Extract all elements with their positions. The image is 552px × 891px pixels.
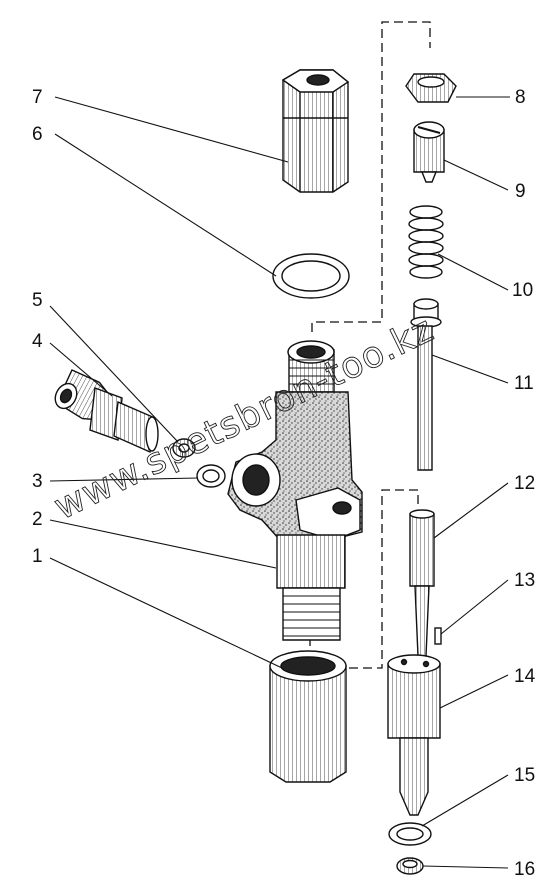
callout-12: 12 [514, 473, 536, 494]
leader-lines [49, 96, 510, 869]
part-13-pin [434, 627, 442, 645]
part-11-push-rod [410, 298, 442, 471]
part-12-needle [409, 509, 435, 657]
part-15-seal-washer [388, 822, 432, 846]
callout-15: 15 [514, 765, 536, 786]
callout-6: 6 [32, 124, 43, 145]
callout-11: 11 [514, 373, 534, 394]
part-9-adjusting-screw [413, 121, 445, 183]
part-6-washer [272, 253, 350, 299]
callout-14: 14 [514, 666, 536, 687]
part-16-ring [396, 857, 424, 875]
part-8-nut [405, 73, 457, 103]
part-5-small-washer [172, 438, 196, 458]
part-3-gasket [196, 464, 226, 488]
part-14-nozzle-body [387, 654, 441, 816]
callout-13: 13 [514, 570, 536, 591]
assembly-line-upper [311, 21, 431, 332]
callout-16: 16 [514, 859, 536, 880]
callout-8: 8 [515, 87, 526, 108]
callout-5: 5 [32, 290, 43, 311]
part-10-spring [408, 205, 444, 279]
part-injector-body [227, 340, 363, 641]
part-4-inlet-fitting [54, 369, 159, 454]
callout-1: 1 [32, 546, 43, 567]
callout-10: 10 [512, 280, 534, 301]
part-7-cap-nut [281, 69, 350, 193]
callout-9: 9 [515, 181, 526, 202]
part-1-nozzle-nut [269, 650, 347, 783]
callout-7: 7 [32, 87, 43, 108]
callout-3: 3 [32, 471, 43, 492]
callout-4: 4 [32, 331, 43, 352]
callout-2: 2 [32, 509, 43, 530]
